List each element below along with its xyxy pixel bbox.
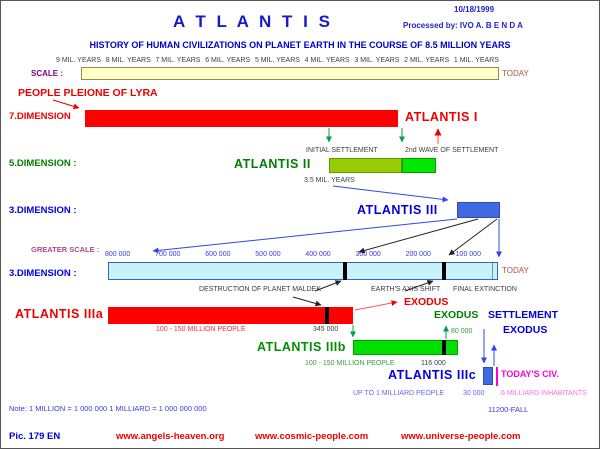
link-angels-heaven[interactable]: www.angels-heaven.org [116,431,225,442]
atlantis-3b-population-label: 100 - 150 MILLION PEOPLE [305,360,395,367]
picture-number-label: Pic. 179 EN [9,431,61,442]
todays-civ-divider [496,367,498,386]
atlantis-2-bar-second-phase [402,158,436,173]
scale-tick: 2 MIL. YEARS [404,57,450,64]
pleione-label: PEOPLE PLEIONE OF LYRA [18,87,158,99]
second-wave-label: 2nd WAVE OF SETTLEMENT [405,147,499,154]
atlantis-3c-population-label: UP TO 1 MILLIARD PEOPLE [353,390,445,397]
scale-tick: 3 MIL. YEARS [354,57,400,64]
greater-scale-label: GREATER SCALE : [31,245,100,254]
atlantis-3a-maldek-mark [325,307,329,324]
exodus-blue-label: EXODUS [503,324,548,336]
todays-civ-label: TODAY'S CIV. [501,369,559,379]
axis-shift-label: EARTH'S AXIS SHIFT [371,286,441,293]
atlantis-3c-bar [483,367,493,385]
greater-tick: 400 000 [305,251,331,258]
scale-tick-row: 9 MIL. YEARS 8 MIL. YEARS 7 MIL. YEARS 6… [56,57,499,64]
note-label: Note: 1 MILLION = 1 000 000 1 MILLIARD =… [9,404,207,413]
scale-tick: 7 MIL. YEARS [155,57,201,64]
atlantis-1-bar [85,110,398,127]
exodus-red-label: EXODUS [404,296,449,308]
greater-scale-bar [108,262,498,280]
date-label: 10/18/1999 [454,5,495,14]
dimension-3-greater-label: 3.DIMENSION : [9,268,77,279]
atlantis-3a-label: ATLANTIS IIIa [15,307,104,321]
inhabitants-label: 6 MILLIARD INHABITANTS [501,390,587,397]
greater-tick: 300 000 [355,251,381,258]
scale-bar [81,67,499,80]
zoom-mid-arrow [358,218,479,254]
scale-tick: 1 MIL. YEARS [453,57,499,64]
settlement-label: SETTLEMENT [488,309,558,321]
atlantis-3a-population-label: 100 - 150 MILLION PEOPLE [156,326,246,333]
atlantis-3-bar [457,202,500,218]
subtitle: HISTORY OF HUMAN CIVILIZATIONS ON PLANET… [89,40,511,50]
atlantis-3b-label: ATLANTIS IIIb [257,340,346,354]
extinction-divider [492,263,493,279]
exodus-red-arrow [354,300,398,311]
zoom-right-arrow [448,218,498,256]
dimension-5-label: 5.DIMENSION : [9,158,77,169]
link-cosmic-people[interactable]: www.cosmic-people.com [255,431,369,442]
scale-today-label: TODAY [502,69,529,78]
atlantis-3c-label: ATLANTIS IIIc [388,368,477,382]
scale-tick: 6 MIL. YEARS [205,57,251,64]
zoom-left-arrow [152,218,458,254]
fall-label: 11200-FALL [488,405,529,414]
duration-label: 3.5 MIL. YEARS [304,177,355,184]
link-universe-people[interactable]: www.universe-people.com [401,431,521,442]
value-116000: 116 000 [421,360,446,367]
greater-tick: 500 000 [255,251,281,258]
final-extinction-label: FINAL EXTINCTION [453,286,517,293]
scale-tick: 8 MIL. YEARS [105,57,151,64]
greater-tick: 600 000 [205,251,231,258]
atlantis-3b-axis-mark [442,340,446,355]
atlantis-2-bar-first-phase [329,158,402,173]
scale-tick: 9 MIL. YEARS [56,57,102,64]
pleione-arrow [52,99,80,110]
atlantis-1-label: ATLANTIS I [405,110,478,124]
dimension-3-label: 3.DIMENSION : [9,205,77,216]
scale-tick: 4 MIL. YEARS [304,57,350,64]
atlantis-3b-bar [353,340,458,355]
greater-tick: 800 000 [105,251,131,258]
processed-by-label: Processed by: IVO A. B E N D A [403,21,523,30]
greater-today-label: TODAY [502,266,529,275]
atlantis-2-label: ATLANTIS II [234,157,311,171]
axis-shift-event-mark [442,262,446,280]
maldek-to-3a-arrow [292,296,322,307]
value-345000: 345 000 [313,326,339,333]
value-80000: 80 000 [451,328,473,335]
greater-tick: 700 000 [155,251,181,258]
page-title: A T L A N T I S [173,12,333,31]
scale-label: SCALE : [31,69,63,78]
initial-settlement-label: INITIAL SETTLEMENT [306,147,378,154]
scale-tick: 5 MIL. YEARS [254,57,300,64]
greater-scale-tick-row: 800 000 700 000 600 000 500 000 400 000 … [105,251,481,258]
maldek-label: DESTRUCTION OF PLANET MALDEK [199,286,322,293]
value-30000: 30 000 [463,390,485,397]
atlantis-2-to-3-arrow [332,185,449,203]
greater-tick: 200 000 [405,251,431,258]
exodus-green-label: EXODUS [434,309,479,321]
greater-tick: 100 000 [455,251,481,258]
dimension-7-label: 7.DIMENSION [9,111,71,122]
maldek-event-mark [343,262,347,280]
atlantis-3-label: ATLANTIS III [357,203,438,217]
atlantis-3a-bar [108,307,353,324]
